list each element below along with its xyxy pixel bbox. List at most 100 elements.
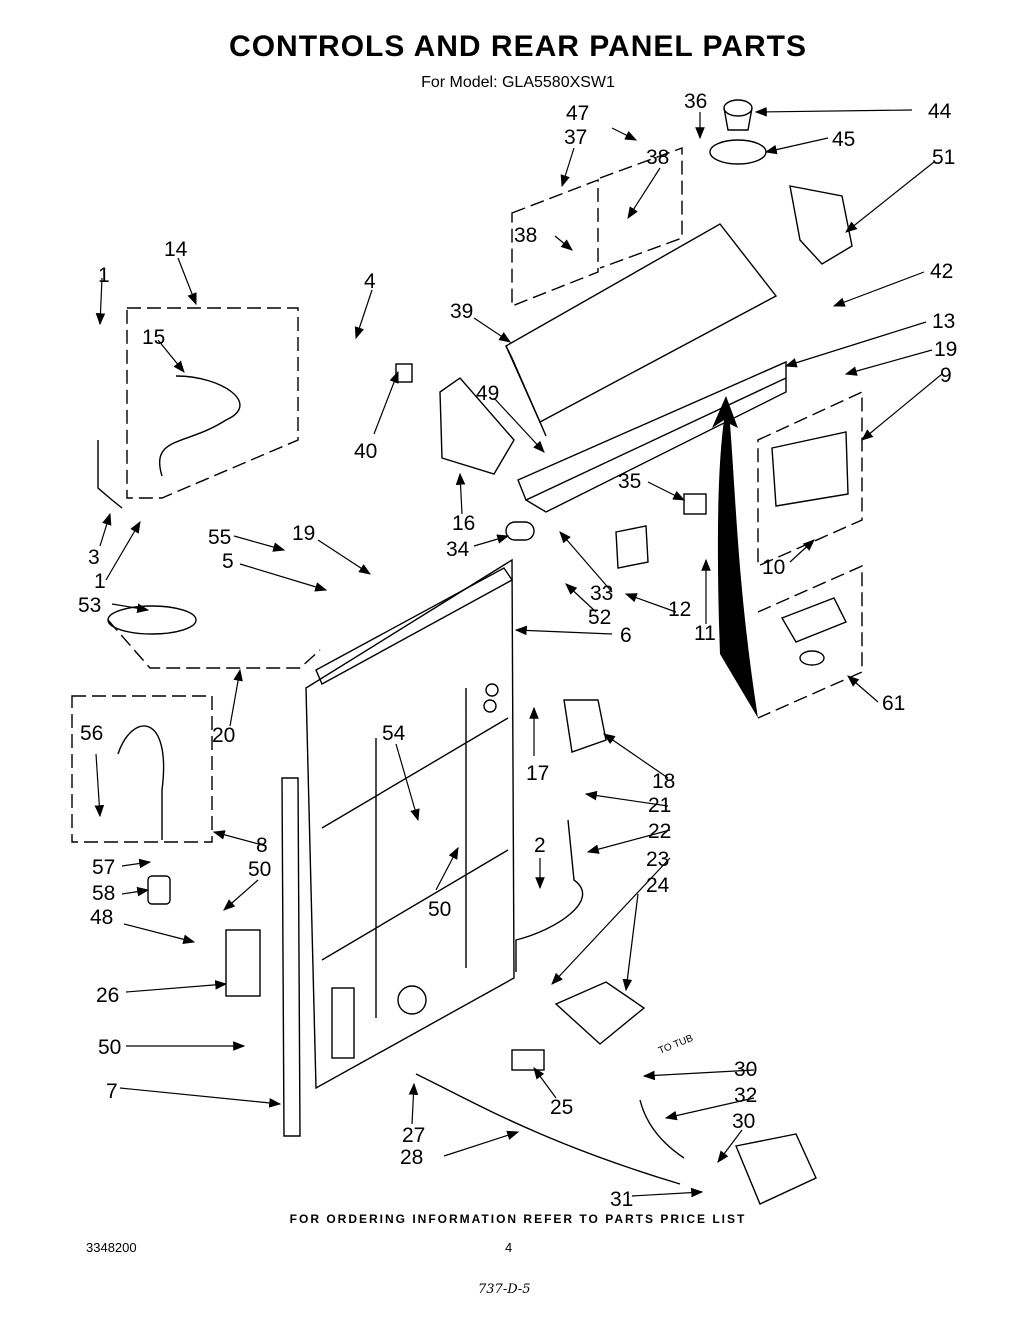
callout-33: 33: [590, 582, 613, 605]
valve-18: [563, 699, 607, 753]
rear-panel-ribs: [321, 688, 509, 1018]
callout-35: 35: [618, 470, 641, 493]
group-box-53: [107, 619, 321, 669]
part-12: [615, 525, 649, 569]
callout-15: 15: [142, 326, 165, 349]
callout-39: 39: [450, 300, 473, 323]
callout-25: 25: [550, 1096, 573, 1119]
document-number: 3348200: [86, 1240, 137, 1255]
callout-13: 13: [932, 310, 955, 333]
callout-57: 57: [92, 856, 115, 879]
housing-26: [225, 929, 261, 997]
hose-32: [639, 1099, 685, 1159]
callout-47: 47: [566, 102, 589, 125]
callout-labels: 44 36 45 47 37 38 38 51 14 42 1 4 39 13 …: [78, 90, 957, 1211]
callout-19: 19: [934, 338, 957, 361]
callout-1: 1: [98, 264, 110, 287]
hose-22: [515, 819, 584, 972]
rear-panel: [305, 558, 515, 1090]
callout-12: 12: [668, 598, 691, 621]
callout-42: 42: [930, 260, 953, 283]
callout-27: 27: [402, 1124, 425, 1147]
callout-20: 20: [212, 724, 235, 747]
callout-44: 44: [928, 100, 952, 123]
callout-30: 30: [732, 1110, 755, 1133]
callout-34: 34: [446, 538, 470, 561]
callout-22: 22: [648, 820, 671, 843]
knob-44: [723, 99, 753, 117]
group-box-37: [511, 178, 599, 308]
callout-6: 6: [620, 624, 632, 647]
pump-outlet-30: [735, 1133, 817, 1205]
callout-19: 19: [292, 522, 315, 545]
callout-54: 54: [382, 722, 406, 745]
group-box-8: [71, 695, 213, 843]
group-box-47: [599, 146, 683, 269]
callout-23: 23: [646, 848, 669, 871]
callout-16: 16: [452, 512, 475, 535]
group-box-14: [126, 307, 299, 499]
part-35: [683, 493, 707, 515]
coupling-58: [147, 875, 171, 905]
strip-7: [281, 777, 301, 1137]
callout-52: 52: [588, 606, 611, 629]
callout-24: 24: [646, 874, 670, 897]
part-25: [511, 1049, 545, 1071]
page-number: 4: [505, 1240, 513, 1255]
callout-50: 50: [98, 1036, 121, 1059]
leader-lines: [94, 107, 943, 1198]
bracket-51: [789, 185, 853, 265]
callout-36: 36: [684, 90, 707, 113]
callout-2: 2: [534, 834, 546, 857]
callout-45: 45: [832, 128, 855, 151]
callout-30: 30: [734, 1058, 757, 1081]
callout-5: 5: [222, 550, 234, 573]
handwritten-note: 737-D-5: [478, 1282, 531, 1297]
rear-panel-hole: [397, 985, 427, 1015]
timer-9: [771, 431, 849, 507]
callout-7: 7: [106, 1080, 118, 1103]
callout-28: 28: [400, 1146, 423, 1169]
callout-1: 1: [94, 570, 106, 593]
knob-44-body: [723, 107, 753, 131]
rear-panel-slot: [331, 987, 355, 1059]
callout-38: 38: [514, 224, 537, 247]
ordering-footnote: FOR ORDERING INFORMATION REFER TO PARTS …: [289, 1212, 747, 1226]
callout-48: 48: [90, 906, 113, 929]
module-61: [780, 597, 847, 643]
control-panel-39-edge: [505, 345, 547, 437]
rear-panel-top-flange: [315, 567, 514, 685]
to-tub-label: TO TUB: [657, 1033, 695, 1057]
callout-61: 61: [882, 692, 905, 715]
callout-21: 21: [648, 794, 671, 817]
model-line: For Model: GLA5580XSW1: [421, 74, 615, 91]
page-title: CONTROLS AND REAR PANEL PARTS: [229, 30, 807, 63]
hose-28: [415, 1073, 681, 1185]
callout-51: 51: [932, 146, 955, 169]
callout-11: 11: [694, 622, 716, 645]
rear-panel-hole: [485, 683, 499, 697]
callout-56: 56: [80, 722, 103, 745]
callout-55: 55: [208, 526, 231, 549]
callout-4: 4: [364, 270, 376, 293]
power-cord-14: [159, 375, 241, 477]
callout-37: 37: [564, 126, 587, 149]
large-flow-arrow: [712, 396, 758, 718]
callout-50: 50: [428, 898, 451, 921]
callout-3: 3: [88, 546, 100, 569]
drain-hose-56: [117, 725, 165, 840]
callout-53: 53: [78, 594, 101, 617]
callout-26: 26: [96, 984, 119, 1007]
callout-17: 17: [526, 762, 549, 785]
callout-58: 58: [92, 882, 115, 905]
callout-32: 32: [734, 1084, 757, 1107]
rear-panel-hole: [483, 699, 497, 713]
callout-50: 50: [248, 858, 271, 881]
group-box-9: [757, 390, 863, 568]
console-support-13: [517, 360, 787, 501]
callout-49: 49: [476, 382, 499, 405]
callout-18: 18: [652, 770, 675, 793]
module-61-sensor: [799, 650, 825, 666]
console-support-13-face: [525, 378, 787, 513]
